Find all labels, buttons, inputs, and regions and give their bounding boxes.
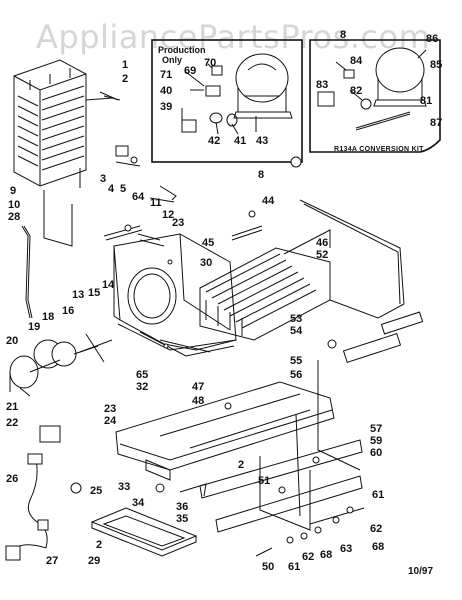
callout-70: 70	[204, 57, 217, 69]
callout-24: 24	[104, 415, 117, 427]
callout-10: 10	[8, 199, 21, 211]
callout-60: 60	[370, 447, 383, 459]
callout-25: 25	[90, 485, 103, 497]
hardware-bits	[103, 95, 424, 557]
callout-1: 1	[122, 59, 129, 71]
callout-40: 40	[160, 85, 173, 97]
production-title-line2: Only	[162, 55, 183, 65]
fan-motor	[9, 333, 113, 397]
callout-82: 82	[350, 85, 363, 97]
callout-28: 28	[8, 211, 21, 223]
base-frame	[115, 360, 365, 533]
callout-68a: 68	[372, 541, 385, 553]
callout-15: 15	[88, 287, 101, 299]
callout-4: 4	[108, 183, 115, 195]
conversion-kit-label: R134A CONVERSION KIT	[334, 146, 424, 153]
callout-64: 64	[132, 191, 145, 203]
callout-18: 18	[42, 311, 55, 323]
callout-19: 19	[28, 321, 41, 333]
callout-23: 23	[172, 217, 185, 229]
callout-63: 63	[340, 543, 353, 555]
watermark: AppliancePartsPros.com	[36, 18, 431, 56]
callout-5: 5	[120, 183, 127, 195]
callout-44: 44	[262, 195, 275, 207]
callout-69: 69	[184, 65, 197, 77]
callout-65: 65	[136, 369, 149, 381]
condenser-coil	[199, 199, 405, 341]
callout-2c: 2	[238, 459, 245, 471]
callout-48: 48	[192, 395, 205, 407]
callout-14: 14	[102, 279, 115, 291]
callout-61a: 61	[372, 489, 385, 501]
callout-12: 12	[162, 209, 175, 221]
callout-85: 85	[430, 59, 443, 71]
callout-21: 21	[6, 401, 19, 413]
callout-87: 87	[430, 117, 443, 129]
callout-3: 3	[100, 173, 107, 185]
callout-8b: 8	[340, 29, 347, 41]
callout-62b: 62	[302, 551, 315, 563]
callout-50: 50	[262, 561, 275, 573]
callout-57: 57	[370, 423, 383, 435]
evaporator-coil	[13, 59, 119, 247]
production-only-inset	[151, 39, 303, 163]
callout-83: 83	[316, 79, 329, 91]
callout-53: 53	[290, 313, 303, 325]
callout-45: 45	[202, 237, 215, 249]
callout-39: 39	[160, 101, 173, 113]
callout-30: 30	[200, 257, 213, 269]
drain-pan	[90, 507, 198, 557]
mounting-bracket	[113, 233, 237, 357]
defrost-parts	[21, 145, 177, 319]
callout-71: 71	[160, 69, 173, 81]
callout-36: 36	[176, 501, 189, 513]
callout-68b: 68	[320, 549, 333, 561]
callout-52: 52	[316, 249, 329, 261]
callout-11: 11	[150, 197, 162, 209]
callout-22: 22	[6, 417, 19, 429]
callout-29: 29	[88, 555, 101, 567]
callout-2b: 2	[96, 539, 103, 551]
callout-59: 59	[370, 435, 383, 447]
callout-42: 42	[208, 135, 221, 147]
callout-54: 54	[290, 325, 303, 337]
callout-41: 41	[234, 135, 247, 147]
callout-46: 46	[316, 237, 329, 249]
callout-27: 27	[46, 555, 59, 567]
callout-35: 35	[176, 513, 189, 525]
power-cord	[5, 425, 82, 561]
callout-13: 13	[72, 289, 85, 301]
callout-32: 32	[136, 381, 149, 393]
callout-55: 55	[290, 355, 303, 367]
callout-86: 86	[426, 33, 439, 45]
callout-34: 34	[132, 497, 145, 509]
callout-61b: 61	[288, 561, 301, 573]
revision-date: 10/97	[408, 566, 434, 577]
callout-26: 26	[6, 473, 19, 485]
callout-2: 2	[122, 73, 129, 85]
callout-47: 47	[192, 381, 205, 393]
callout-51: 51	[258, 475, 271, 487]
callout-81: 81	[420, 95, 433, 107]
callout-8: 8	[258, 169, 265, 181]
callout-20: 20	[6, 335, 19, 347]
callout-23b: 23	[104, 403, 117, 415]
conversion-kit-inset	[309, 39, 441, 153]
callout-33: 33	[118, 481, 131, 493]
callout-62a: 62	[370, 523, 383, 535]
callout-16: 16	[62, 305, 75, 317]
production-title-line1: Production	[158, 45, 206, 55]
callout-43: 43	[256, 135, 269, 147]
callout-56: 56	[290, 369, 303, 381]
callout-9: 9	[10, 185, 17, 197]
callout-84: 84	[350, 55, 363, 67]
